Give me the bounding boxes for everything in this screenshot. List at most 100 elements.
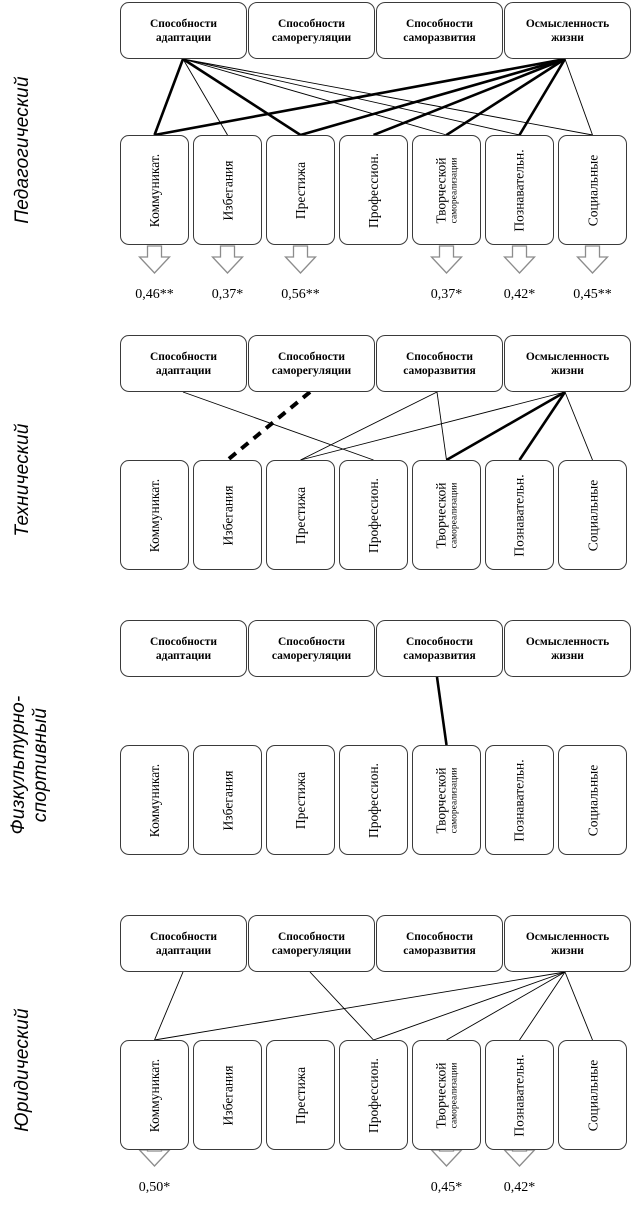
block-arrow-creative: [429, 245, 464, 274]
bottom-node-cognit-sports: Познавательн.: [485, 745, 554, 855]
bottom-node-main-text: Социальные: [585, 479, 600, 551]
block-arrow-social: [575, 245, 610, 274]
bottom-node-label: Профессион.: [366, 763, 381, 838]
bottom-node-avoid-pedagogical: Избегания: [193, 135, 262, 245]
bottom-node-cognit-juridical: Познавательн.: [485, 1040, 554, 1150]
coefficient-juridical-cognit: 0,42*: [503, 1180, 536, 1195]
coefficient-pedagogical-avoid: 0,37*: [211, 287, 244, 302]
top-node-label: Осмысленность жизни: [525, 350, 610, 377]
bottom-node-label: Коммуникат.: [147, 763, 162, 836]
coefficient-pedagogical-social: 0,45**: [573, 287, 612, 302]
bottom-node-label: Избегания: [220, 770, 235, 830]
top-node-label: Способности адаптации: [149, 635, 218, 662]
bottom-node-main-text: Избегания: [219, 160, 235, 220]
edge-selfreg-to-avoid: [226, 390, 312, 462]
top-node-label: Способности саморегуляции: [271, 350, 352, 377]
bottom-node-main-text: Познавательн.: [512, 1053, 527, 1137]
top-node-selfreg-technical: Способности саморегуляции: [248, 335, 375, 392]
bottom-node-main-text: Творческой: [432, 767, 448, 833]
top-node-selfdev-juridical: Способности саморазвития: [376, 915, 503, 972]
edge-adapt-to-comm: [153, 58, 185, 136]
bottom-node-prestige-juridical: Престижа: [266, 1040, 335, 1150]
top-node-adapt-pedagogical: Способности адаптации: [120, 2, 247, 59]
block-arrow-cognit: [502, 1149, 537, 1167]
top-node-label: Способности саморазвития: [403, 930, 476, 957]
top-node-meaning-pedagogical: Осмысленность жизни: [504, 2, 631, 59]
bottom-node-main-text: Профессион.: [366, 1057, 382, 1133]
edge-meaning-to-cognit: [518, 58, 567, 136]
top-node-label: Осмысленность жизни: [525, 930, 610, 957]
coefficient-juridical-comm: 0,50*: [138, 1180, 171, 1195]
top-node-meaning-technical: Осмысленность жизни: [504, 335, 631, 392]
bottom-node-sub-text: самореализации: [448, 482, 459, 548]
bottom-node-avoid-technical: Избегания: [193, 460, 262, 570]
top-node-label: Способности адаптации: [149, 350, 218, 377]
bottom-node-label: Коммуникат.: [147, 153, 162, 226]
edge-selfreg-to-prof: [309, 971, 374, 1041]
bottom-node-social-pedagogical: Социальные: [558, 135, 627, 245]
bottom-node-main-text: Творческой: [432, 1062, 448, 1128]
top-node-label: Способности саморегуляции: [271, 17, 352, 44]
edge-meaning-to-cognit: [518, 391, 567, 461]
bottom-node-main-text: Познавательн.: [512, 148, 527, 232]
bottom-node-label: Коммуникат.: [147, 1058, 162, 1131]
bottom-node-main-text: Престижа: [292, 486, 308, 544]
coefficient-pedagogical-cognit: 0,42*: [503, 287, 536, 302]
bottom-node-main-text: Социальные: [585, 1059, 600, 1131]
bottom-node-label: Престижа: [293, 1066, 308, 1123]
bottom-node-sub-text: самореализации: [448, 767, 459, 833]
bottom-node-main-text: Избегания: [219, 1065, 235, 1125]
bottom-node-social-juridical: Социальные: [558, 1040, 627, 1150]
bottom-node-label: Профессион.: [366, 1058, 381, 1133]
bottom-node-main-text: Избегания: [219, 770, 235, 830]
bottom-node-label: Познавательн.: [512, 474, 527, 556]
top-node-label: Способности адаптации: [149, 930, 218, 957]
bottom-node-prof-technical: Профессион.: [339, 460, 408, 570]
bottom-node-avoid-juridical: Избегания: [193, 1040, 262, 1150]
bottom-node-social-technical: Социальные: [558, 460, 627, 570]
top-node-meaning-juridical: Осмысленность жизни: [504, 915, 631, 972]
edge-meaning-to-social: [564, 971, 593, 1041]
edge-meaning-to-creative: [446, 971, 566, 1041]
edge-meaning-to-prestige: [300, 391, 566, 461]
bottom-node-main-text: Престижа: [292, 161, 308, 219]
bottom-node-comm-sports: Коммуникат.: [120, 745, 189, 855]
bottom-node-main-text: Познавательн.: [512, 473, 527, 557]
bottom-node-cognit-pedagogical: Познавательн.: [485, 135, 554, 245]
bottom-node-main-text: Профессион.: [366, 762, 382, 838]
bottom-node-label: Избегания: [220, 1065, 235, 1125]
bottom-node-main-text: Коммуникат.: [147, 153, 162, 227]
bottom-node-label: Избегания: [220, 160, 235, 220]
coefficient-pedagogical-comm: 0,46**: [135, 287, 174, 302]
edge-adapt-to-prestige: [182, 57, 302, 137]
top-node-label: Способности саморазвития: [403, 635, 476, 662]
coefficient-pedagogical-creative: 0,37*: [430, 287, 463, 302]
edge-meaning-to-creative: [445, 390, 566, 462]
bottom-node-comm-juridical: Коммуникат.: [120, 1040, 189, 1150]
coefficient-juridical-creative: 0,45*: [430, 1180, 463, 1195]
top-node-label: Осмысленность жизни: [525, 17, 610, 44]
coefficient-pedagogical-prestige: 0,56**: [281, 287, 320, 302]
bottom-node-main-text: Коммуникат.: [147, 1058, 162, 1132]
top-node-adapt-sports: Способности адаптации: [120, 620, 247, 677]
top-node-selfreg-sports: Способности саморегуляции: [248, 620, 375, 677]
bottom-node-main-text: Творческой: [432, 157, 448, 223]
block-arrow-comm: [137, 245, 172, 274]
bottom-node-prestige-pedagogical: Престижа: [266, 135, 335, 245]
edge-selfdev-to-prestige: [300, 391, 438, 461]
bottom-node-main-text: Коммуникат.: [147, 763, 162, 837]
bottom-node-label: Познавательн.: [512, 759, 527, 841]
edge-selfdev-to-creative: [435, 676, 448, 746]
top-node-adapt-juridical: Способности адаптации: [120, 915, 247, 972]
bottom-node-label: Социальные: [585, 154, 600, 226]
bottom-node-label: Престижа: [293, 486, 308, 543]
